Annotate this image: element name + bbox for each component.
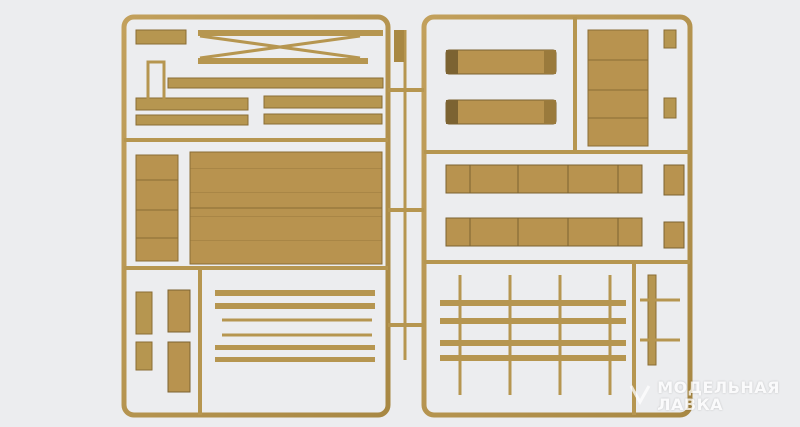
parts-top-left: [135, 29, 404, 126]
sprue-center-connector: [388, 30, 424, 360]
sprue-frame-left: [121, 14, 391, 418]
parts-deck-panel: [135, 151, 383, 265]
parts-top-right: [445, 29, 677, 147]
parts-rails: [445, 164, 685, 249]
parts-bottom-left: [135, 289, 375, 393]
watermark: МОДЕЛЬНАЯ ЛАВКА: [629, 379, 780, 413]
watermark-line-1: МОДЕЛЬНАЯ: [657, 378, 780, 397]
store-logo-icon: [629, 382, 651, 410]
sprue-frame-right: [421, 14, 693, 418]
watermark-text: МОДЕЛЬНАЯ ЛАВКА: [657, 379, 780, 413]
parts-bottom-right: [440, 274, 680, 395]
watermark-line-2: ЛАВКА: [657, 395, 724, 414]
